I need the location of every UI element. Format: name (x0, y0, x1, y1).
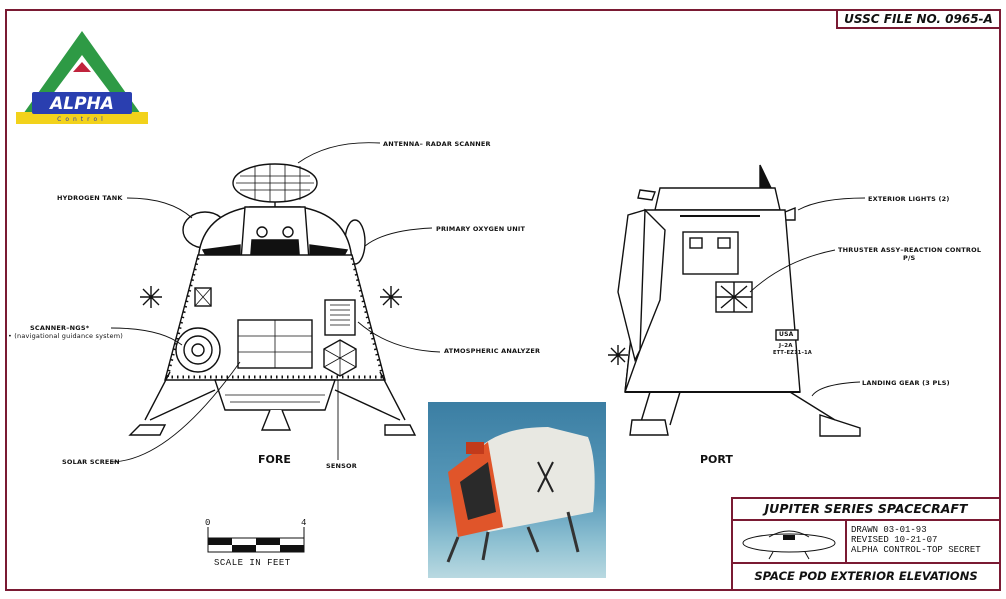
title-block-header: JUPITER SERIES SPACECRAFT (731, 497, 1001, 521)
label-landing-gear: LANDING GEAR (3 PLS) (862, 379, 950, 387)
label-solar-screen: SOLAR SCREEN (62, 458, 120, 466)
label-exterior-lights: EXTERIOR LIGHTS (2) (868, 195, 950, 203)
logo-word: ALPHA (48, 94, 114, 114)
logo-sub: Control (57, 116, 107, 123)
view-label-port: PORT (700, 453, 733, 466)
label-scanner-note: • (navigational guidance system) (8, 332, 123, 340)
fore-view-drawing (128, 163, 417, 436)
label-sensor: SENSOR (326, 462, 357, 470)
file-number-label: USSC FILE NO. 0965-A (836, 9, 1001, 29)
drawing-title: JUPITER SERIES SPACECRAFT (764, 501, 968, 516)
title-block-info: DRAWN 03-01-93 REVISED 10-21-07 ALPHA CO… (845, 519, 1001, 564)
drawing-subtitle: SPACE POD EXTERIOR ELEVATIONS (754, 569, 978, 583)
revised-date: REVISED 10-21-07 (851, 535, 938, 545)
label-antenna-radar-scanner: ANTENNA– RADAR SCANNER (383, 140, 491, 148)
drawing-border (5, 9, 1001, 591)
hull-code-1: J–2A (779, 343, 793, 349)
view-label-fore: FORE (258, 453, 291, 466)
drawn-date: DRAWN 03-01-93 (851, 525, 927, 535)
label-thruster-assy: THRUSTER ASSY–REACTION CONTROL (838, 246, 982, 254)
hull-code-2: ETT–EZ11–1A (773, 350, 812, 356)
scale-bar (207, 527, 305, 553)
scale-caption: SCALE IN FEET (214, 558, 291, 568)
leader-lines (110, 142, 866, 463)
label-primary-oxygen-unit: PRIMARY OXYGEN UNIT (436, 225, 526, 233)
hull-flag: USA (779, 331, 794, 338)
label-scanner-ngs: SCANNER–NGS* (30, 324, 90, 332)
scale-end: 4 (301, 518, 307, 528)
title-block-thumbnail (731, 519, 847, 564)
title-block-footer: SPACE POD EXTERIOR ELEVATIONS (731, 562, 1001, 591)
label-thruster-sub: P/S (903, 254, 916, 262)
label-hydrogen-tank: HYDROGEN TANK (57, 194, 123, 202)
classification: ALPHA CONTROL-TOP SECRET (851, 545, 981, 555)
space-pod-thumbnail (742, 530, 836, 560)
alpha-control-logo: ALPHA Control (16, 31, 148, 124)
space-pod-photo (428, 402, 606, 578)
scale-start: 0 (205, 518, 211, 528)
label-atmospheric-analyzer: ATMOSPHERIC ANALYZER (444, 347, 541, 355)
port-view-drawing (608, 164, 861, 437)
